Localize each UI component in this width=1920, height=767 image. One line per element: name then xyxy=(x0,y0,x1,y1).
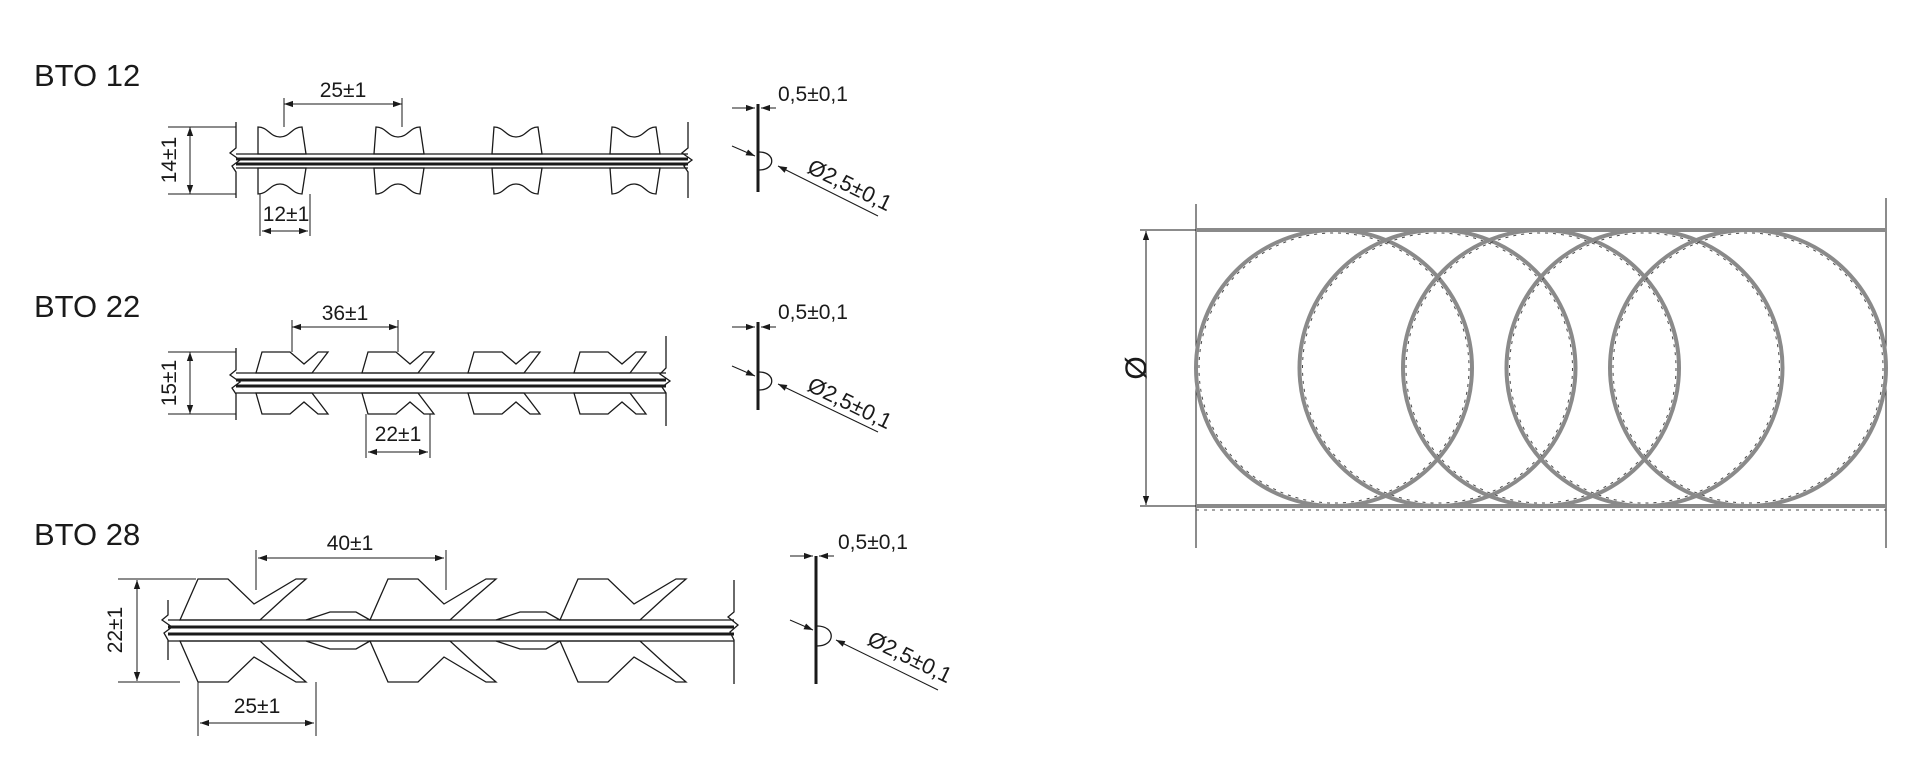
dimension-pitch: 36±1 xyxy=(291,302,399,352)
tape-core xyxy=(160,580,740,684)
dimension-height: 14±1 xyxy=(158,126,236,195)
tape-bto-28: BTO 28 40±1 xyxy=(34,517,956,736)
pitch-label: 36±1 xyxy=(322,302,369,325)
coil-loop-barbs xyxy=(1405,232,1677,504)
thickness-label: 0,5±0,1 xyxy=(778,83,848,106)
coil-drawing: Ø xyxy=(1120,198,1888,548)
thickness-label: 0,5±0,1 xyxy=(838,531,908,554)
height-label: 22±1 xyxy=(104,607,127,654)
barb-label: 22±1 xyxy=(375,423,422,446)
dimension-pitch: 25±1 xyxy=(283,79,403,127)
coil-loop xyxy=(1401,228,1681,508)
tape-barbs xyxy=(257,126,661,195)
dimension-barb: 12±1 xyxy=(259,194,311,236)
coil-loop-barbs xyxy=(1302,232,1573,504)
wire-diameter-label: Ø2,5±0,1 xyxy=(804,154,896,216)
height-label: 14±1 xyxy=(158,137,181,184)
coil-loop xyxy=(1194,228,1474,508)
coil-loop xyxy=(1297,228,1578,508)
tape-barbs xyxy=(179,578,688,683)
wire-diameter-label: Ø2,5±0,1 xyxy=(864,626,956,688)
wire-section: 0,5±0,1 Ø2,5±0,1 xyxy=(731,301,896,434)
tape-core xyxy=(228,336,672,426)
tape-title: BTO 28 xyxy=(34,517,140,552)
coil-loop-barbs xyxy=(1612,232,1884,504)
dimension-pitch: 40±1 xyxy=(255,532,447,590)
tape-barbs xyxy=(255,351,648,415)
barb-label: 25±1 xyxy=(234,695,281,718)
height-label: 15±1 xyxy=(158,360,181,407)
tape-title: BTO 22 xyxy=(34,289,140,324)
barb-label: 12±1 xyxy=(263,203,310,226)
dimension-barb: 22±1 xyxy=(365,414,431,458)
coil-loops xyxy=(1194,228,1888,508)
coil-loop-barbs xyxy=(1198,232,1470,504)
wire-section: 0,5±0,1 Ø2,5±0,1 xyxy=(731,83,896,217)
pitch-label: 25±1 xyxy=(320,79,367,102)
coil-loop-barbs xyxy=(1509,232,1780,504)
coil-loop xyxy=(1504,228,1785,508)
tape-title: BTO 12 xyxy=(34,58,140,93)
dimension-height: 22±1 xyxy=(104,578,196,683)
dimension-height: 15±1 xyxy=(158,351,236,415)
tape-bto-12: BTO 12 25±1 xyxy=(34,58,896,236)
coil-loop xyxy=(1608,228,1888,508)
tape-core xyxy=(228,122,694,198)
dimension-diameter: Ø xyxy=(1120,231,1153,505)
wire-section: 0,5±0,1 Ø2,5±0,1 xyxy=(789,531,956,691)
pitch-label: 40±1 xyxy=(327,532,374,555)
thickness-label: 0,5±0,1 xyxy=(778,301,848,324)
tape-bto-22: BTO 22 36±1 1 xyxy=(34,289,896,458)
diameter-label: Ø xyxy=(1120,356,1153,379)
dimension-barb: 25±1 xyxy=(197,682,317,736)
